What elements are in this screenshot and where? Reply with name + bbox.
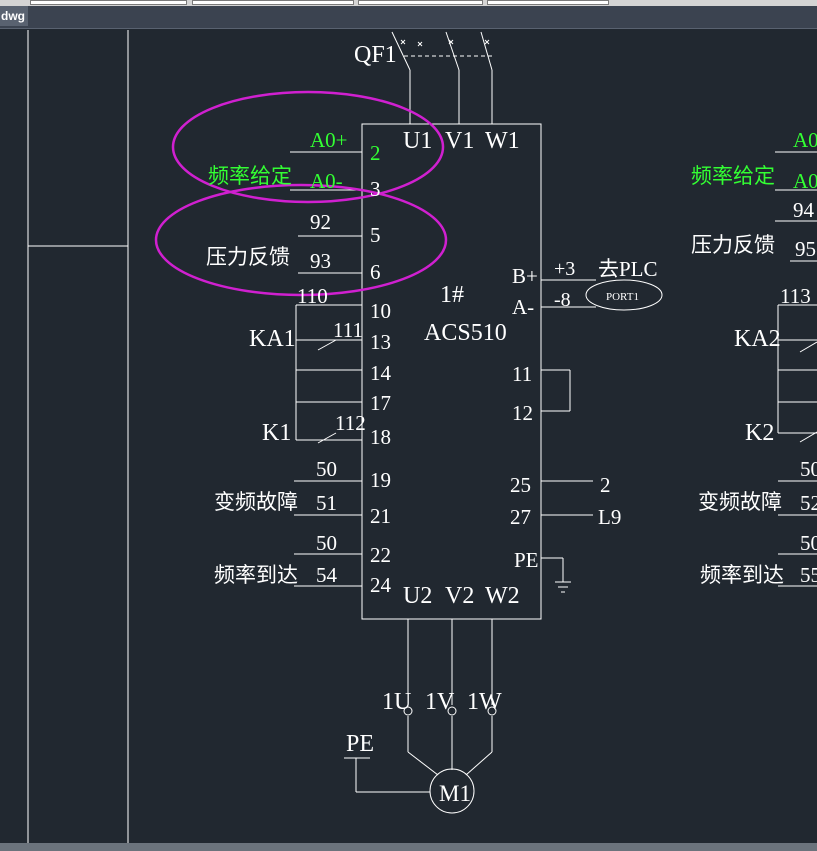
drawing-tab[interactable]: dwg [0,6,28,26]
inverter-model: ACS510 [424,320,507,346]
unit2-wire-113: 113 [780,284,811,308]
vfd-fault-label: 变频故障 [214,490,298,514]
highlight-ellipse-pressure-feedback [154,183,448,297]
terminal-14-label: 14 [370,361,392,385]
relay-ka1-label: KA1 [249,326,296,352]
terminal-u2-label: U2 [403,583,432,609]
terminal-w2-label: W2 [485,583,520,609]
terminal-5-label: 5 [370,223,381,247]
motor-terminal-1v-label: 1V [425,689,455,715]
wire-50-reached: 50 [316,531,337,555]
terminal-pe-label: PE [514,548,539,572]
pe-ground-label: PE [346,731,374,757]
unit2-wire-94: 94 [793,198,815,222]
unit2-wire-52: 52 [800,491,817,515]
wire-54: 54 [316,563,338,587]
unit2-relay-ka2-label: KA2 [734,326,781,352]
terminal-24-label: 24 [370,573,392,597]
wire-51: 51 [316,491,337,515]
terminal-v1-label: V1 [445,128,474,154]
port1-label: PORT1 [606,291,639,303]
breaker-qf1-symbol [391,31,493,124]
left-terminal-wiring [290,151,362,587]
wire-a0-plus: A0+ [310,128,348,152]
contactor-k1-label: K1 [262,420,291,446]
terminal-bplus-label: B+ [512,264,538,288]
wire-minus8: -8 [554,289,571,311]
unit2-frequency-reached-label: 频率到达 [700,563,784,587]
terminal-w1-label: W1 [485,128,520,154]
terminal-11-label: 11 [512,362,532,386]
toolbar-field-3[interactable] [358,0,483,5]
highlight-ellipse-frequency-setting [171,90,445,204]
terminal-1v [447,706,457,716]
unit2-wire-50-fault: 50 [800,457,817,481]
toolbar-field-2[interactable] [192,0,354,5]
terminal-1w [487,706,497,716]
terminal-18-label: 18 [370,425,391,449]
frequency-setting-label: 频率给定 [208,164,292,188]
wire-112: 112 [335,411,366,435]
wire-50-fault: 50 [316,457,337,481]
bottom-scrollbar[interactable] [0,843,817,851]
terminal-27-label: 27 [510,505,531,529]
terminal-aminus-label: A- [512,295,534,319]
wire-plus3: +3 [554,258,575,280]
terminal-25-label: 25 [510,473,531,497]
right-terminal-wiring [541,279,596,593]
terminal-10-label: 10 [370,299,391,323]
terminal-v2-label: V2 [445,583,474,609]
unit2-frequency-setting-label: 频率给定 [691,164,775,188]
motor-terminal-1w-label: 1W [467,689,502,715]
unit2-wire-55: 55 [800,563,817,587]
document-tab-bar [0,6,817,29]
unit2-wire-a0-minus: A0- [793,169,817,193]
wire-110: 110 [297,284,328,308]
unit2-wire-95: 95 [795,237,816,261]
terminal-22-label: 22 [370,543,391,567]
to-plc-label: 去PLC [598,257,658,281]
toolbar-field-1[interactable] [30,0,187,5]
terminal-13-label: 13 [370,330,391,354]
terminal-6-label: 6 [370,260,381,284]
unit2-vfd-fault-label: 变频故障 [698,490,782,514]
wire-111: 111 [333,318,363,342]
terminal-3-label: 3 [370,177,381,201]
wire-a0-minus: A0- [310,169,343,193]
toolbar-field-4[interactable] [487,0,609,5]
motor-wiring [344,619,493,793]
wire-93: 93 [310,249,331,273]
unit2-pressure-feedback-label: 压力反馈 [691,233,775,257]
breaker-label: QF1 [354,42,397,68]
motor-m1-label: M1 [439,781,471,806]
unit2-contactor-k2-label: K2 [745,420,774,446]
unit2-wire-50-reached: 50 [800,531,817,555]
port1-ellipse [585,279,663,311]
wire-92: 92 [310,210,331,234]
terminal-19-label: 19 [370,468,391,492]
second-unit-wiring [775,151,817,587]
terminal-17-label: 17 [370,391,391,415]
frequency-reached-label: 频率到达 [214,563,298,587]
wire-2-out: 2 [600,473,611,497]
motor-m1-circle [429,768,475,814]
motor-terminal-1u-label: 1U [382,689,411,715]
wire-l9: L9 [598,505,621,529]
terminal-12-label: 12 [512,401,533,425]
unit2-wire-a0-plus: A0+ [793,128,817,152]
terminal-2-label: 2 [370,141,381,165]
terminal-1u [403,706,413,716]
pressure-feedback-label: 压力反馈 [206,245,290,269]
terminal-21-label: 21 [370,504,391,528]
inverter-number: 1# [440,282,464,308]
terminal-u1-label: U1 [403,128,432,154]
